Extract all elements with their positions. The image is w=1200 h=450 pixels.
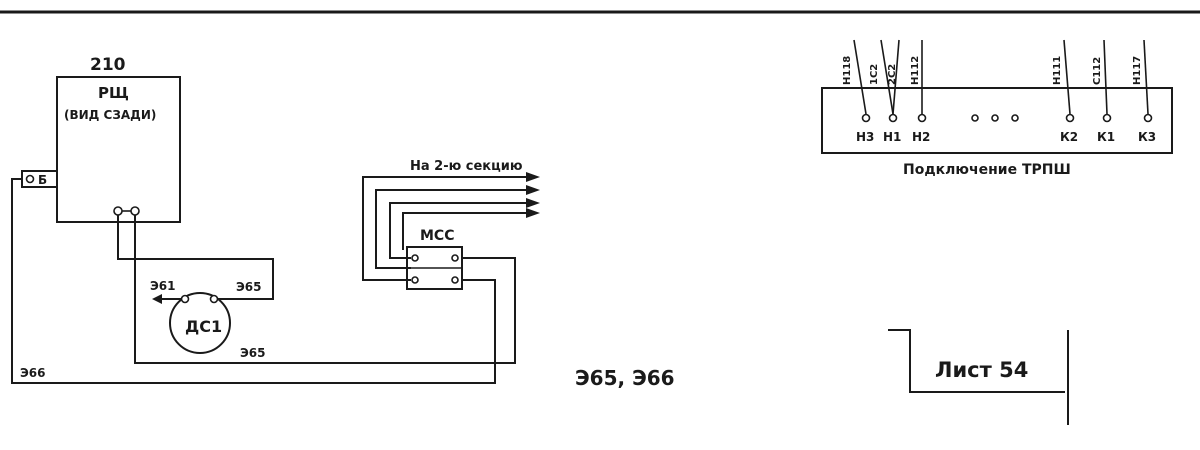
rsh-terminal-label: Б xyxy=(38,173,47,187)
ds1-terminal-left xyxy=(180,294,190,304)
rsh-out-terminal-2 xyxy=(130,206,140,216)
wire-e65 xyxy=(134,215,516,364)
wire-label-e65-bottom: Э65 xyxy=(240,346,266,360)
mss-wire-4 xyxy=(402,212,530,250)
sheet-label: Лист 54 xyxy=(935,358,1028,382)
trpsh-terminal-2 xyxy=(888,113,898,123)
trpsh-terminal-label: К2 xyxy=(1060,130,1078,144)
trpsh-wire-tag: Н112 xyxy=(910,56,921,85)
trpsh-wire-tag: Н111 xyxy=(1052,56,1063,85)
trpsh-wire xyxy=(880,39,894,115)
trpsh-terminal-6 xyxy=(1143,113,1153,123)
ds1-terminal-right xyxy=(209,294,219,304)
ds1-circle xyxy=(169,292,231,354)
sheet-stamp: Лист 54 xyxy=(888,329,1069,425)
trpsh-wire-tag: С112 xyxy=(1092,57,1103,85)
ds1-wire-left: Э61 xyxy=(150,279,176,293)
trpsh-terminal-label: Н2 xyxy=(912,130,930,144)
trpsh-wire xyxy=(1143,39,1149,115)
arrow-right-icon xyxy=(526,185,540,195)
trpsh-wire xyxy=(1063,39,1071,115)
mss-to-section-label: На 2-ю секцию xyxy=(410,159,523,174)
mss: На 2-ю секцию МСС xyxy=(362,159,540,290)
arrow-right-icon xyxy=(526,208,540,218)
ds1-arrow-left-icon xyxy=(152,294,162,304)
trpsh-terminal-label: Н3 xyxy=(856,130,874,144)
trpsh-wire-tag: Н117 xyxy=(1132,56,1143,85)
ds1-label: ДС1 xyxy=(185,317,222,336)
wire-label-e66: Э66 xyxy=(20,366,46,380)
rsh-view-label: (ВИД СЗАДИ) xyxy=(64,108,156,122)
trpsh-terminal-4 xyxy=(1065,113,1075,123)
trpsh-wire-tag: Н118 xyxy=(842,56,853,85)
rsh-out-terminal-1 xyxy=(113,206,123,216)
arrow-right-icon xyxy=(526,198,540,208)
ds1-wire-right: Э65 xyxy=(236,280,262,294)
trpsh-terminal-3 xyxy=(917,113,927,123)
trpsh-terminal-5 xyxy=(1102,113,1112,123)
ds1: ДС1 Э61 Э65 xyxy=(150,279,262,354)
arrow-right-icon xyxy=(526,172,540,182)
trpsh-wire xyxy=(1103,39,1108,115)
trpsh-terminal-label: К1 xyxy=(1097,130,1115,144)
rsh-panel: 210 РЩ (ВИД СЗАДИ) Б xyxy=(21,55,181,223)
rsh-wires xyxy=(11,178,516,384)
trpsh-wire-tag: 1С2 xyxy=(869,64,880,85)
mss-wire-1 xyxy=(362,176,530,281)
rsh-name: РЩ xyxy=(98,84,129,102)
rsh-number: 210 xyxy=(90,55,126,75)
trpsh-wire xyxy=(892,39,900,115)
mss-label: МСС xyxy=(420,228,454,244)
trpsh-terminal-1 xyxy=(861,113,871,123)
rsh-terminal-b xyxy=(25,174,35,184)
trpsh-wire xyxy=(853,39,867,115)
wire-e66 xyxy=(11,178,496,384)
trpsh-terminal-label: К3 xyxy=(1138,130,1156,144)
mss-wire-3 xyxy=(389,202,530,259)
trpsh-terminal-label: Н1 xyxy=(883,130,901,144)
wire-summary: Э65, Э66 xyxy=(575,366,675,390)
trpsh-caption: Подключение ТРПШ xyxy=(903,162,1071,178)
mss-wire-2 xyxy=(375,189,530,269)
trpsh-wire-tag: 2С2 xyxy=(887,64,898,85)
trpsh-box xyxy=(821,87,1173,154)
wire-e65-ds xyxy=(117,215,274,300)
